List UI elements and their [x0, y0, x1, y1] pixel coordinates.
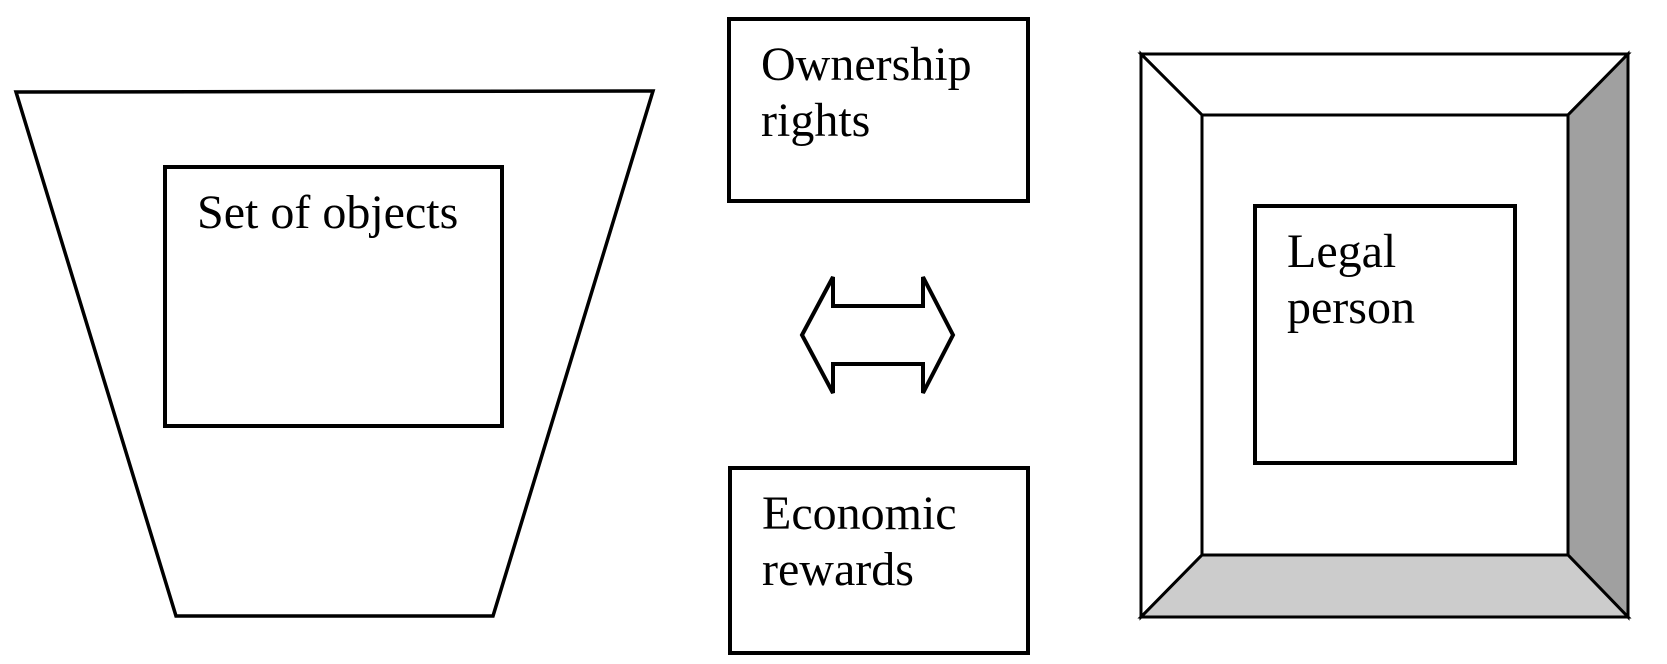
- double-headed-arrow-icon: [799, 276, 956, 394]
- economic-rewards-label: Economic rewards: [762, 487, 957, 596]
- set-of-objects-box: Set of objects: [163, 165, 504, 428]
- economic-rewards-box: Economic rewards: [728, 466, 1030, 655]
- frame-top-face: [1137, 52, 1632, 117]
- ownership-rights-box: Ownership rights: [727, 17, 1030, 203]
- frame-right-face: [1566, 50, 1630, 621]
- set-of-objects-label: Set of objects: [197, 186, 459, 239]
- legal-person-box: Legal person: [1253, 204, 1517, 465]
- ownership-rights-label: Ownership rights: [761, 38, 972, 147]
- frame-left-face: [1139, 50, 1204, 621]
- frame-bottom-face: [1137, 553, 1632, 619]
- legal-person-label: Legal person: [1287, 225, 1415, 334]
